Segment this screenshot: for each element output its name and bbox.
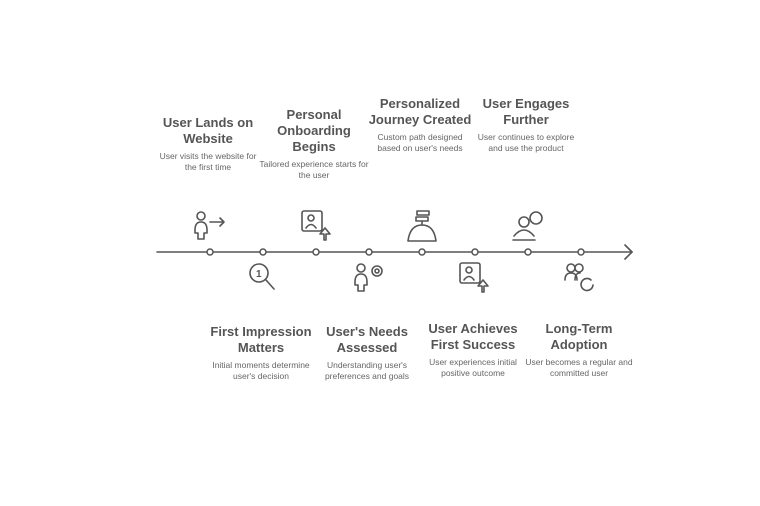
profile-upload-icon <box>459 262 489 293</box>
step-user-lands: User Lands on Website User visits the we… <box>159 115 257 172</box>
step-needs-assessed: User's Needs Assessed Understanding user… <box>324 324 410 381</box>
step-first-impression: First Impression Matters Initial moments… <box>210 324 312 381</box>
step-engages-further: User Engages Further User continues to e… <box>477 96 575 153</box>
user-arrow-icon <box>194 211 225 240</box>
user-chart-icon <box>512 211 543 241</box>
users-refresh-icon <box>564 263 594 292</box>
svg-text:1: 1 <box>256 269 262 280</box>
step-onboarding: Personal Onboarding Begins Tailored expe… <box>259 107 369 180</box>
profile-upload-icon <box>301 210 331 241</box>
search-one-icon: 1 <box>249 263 275 290</box>
step-long-term-adoption: Long-Term Adoption User becomes a regula… <box>525 321 633 378</box>
step-first-success: User Achieves First Success User experie… <box>428 321 518 378</box>
user-gear-icon <box>354 263 383 292</box>
signpost-globe-icon <box>407 210 437 242</box>
arrow-head-icon <box>624 244 633 260</box>
step-journey-created: Personalized Journey Created Custom path… <box>368 96 472 153</box>
